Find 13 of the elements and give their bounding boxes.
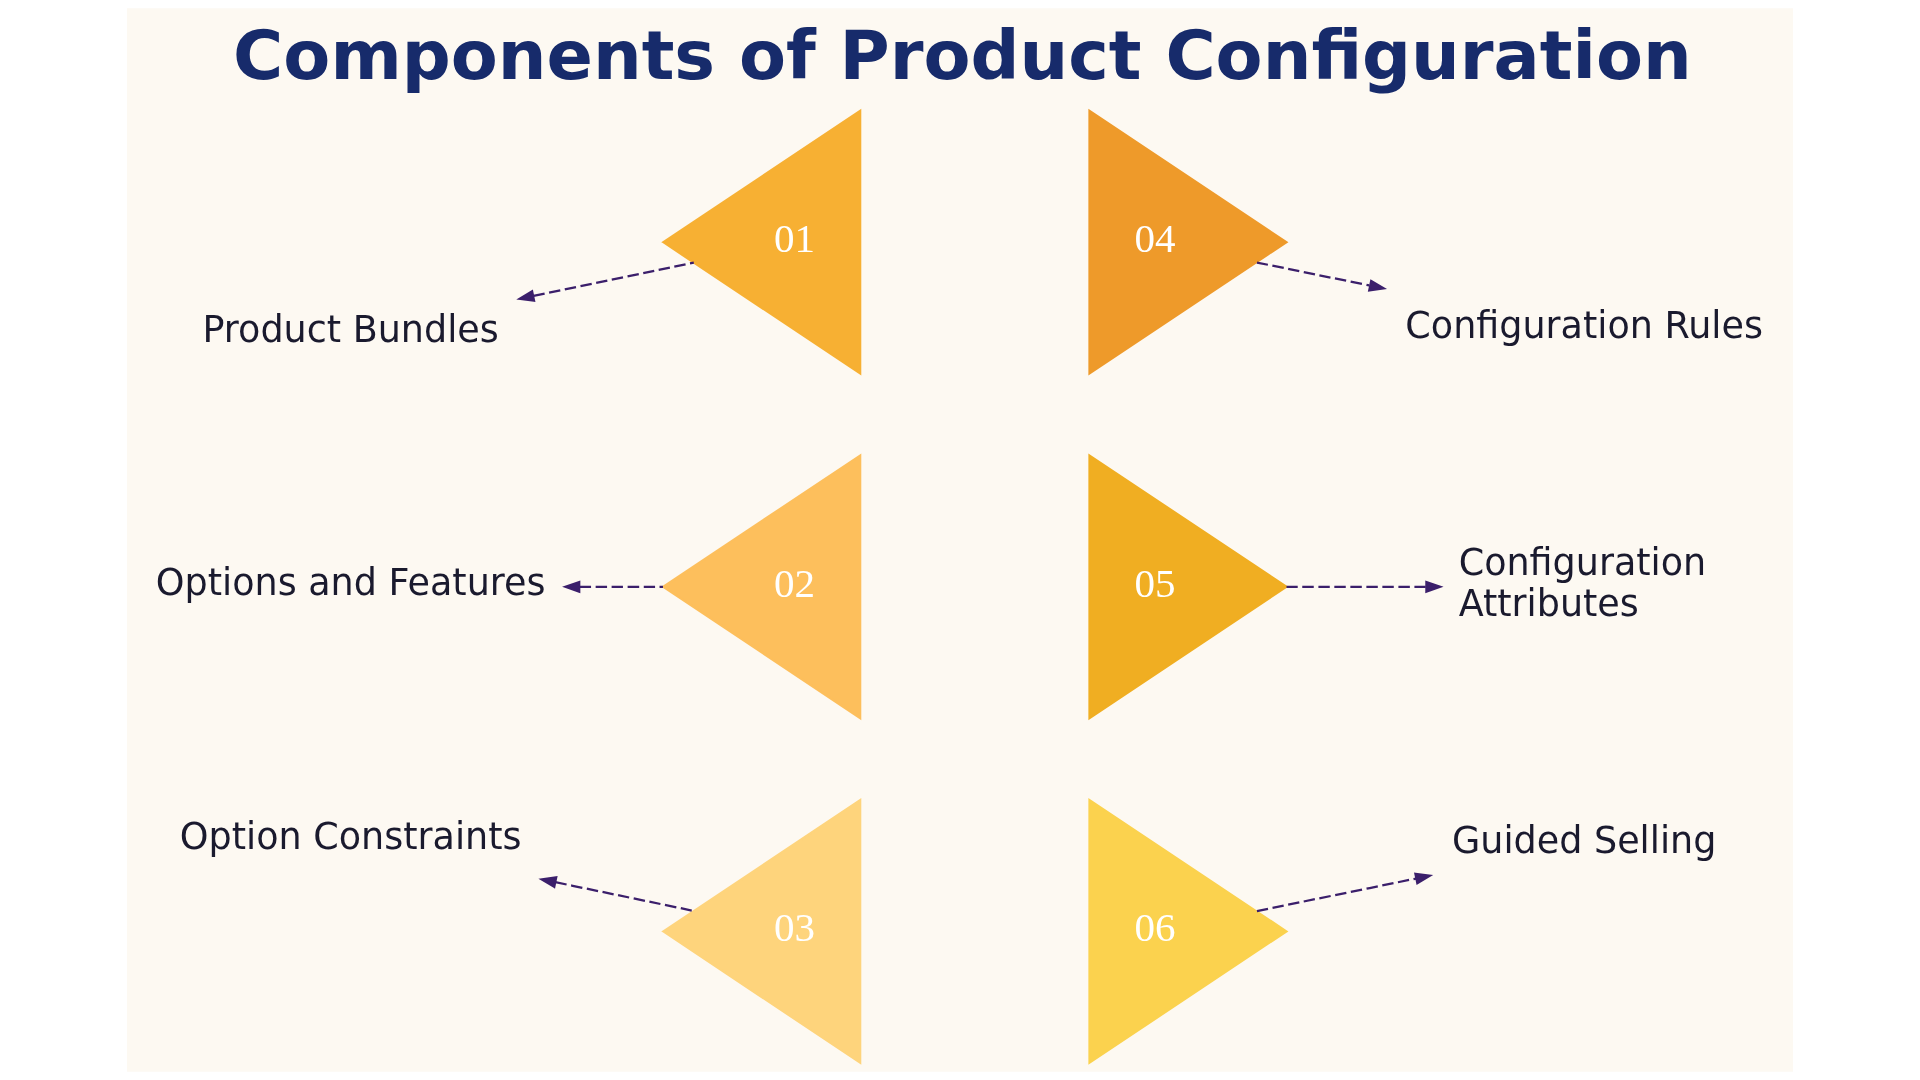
arrow [1256,872,1434,913]
arrow [516,261,694,303]
diagram-title: Components of Product Configuration [233,15,1692,95]
node-text: Guided Selling [1452,819,1717,863]
node-text: Configuration Attributes [1458,540,1707,625]
arrow [1256,261,1387,292]
arrow [562,580,663,594]
arrow [1286,580,1444,594]
node-text: Configuration Rules [1405,303,1763,347]
arrow [538,876,694,913]
node-text: Option Constraints [179,814,522,858]
node-text: Options and Features [155,561,546,605]
node-text: Product Bundles [202,308,499,352]
